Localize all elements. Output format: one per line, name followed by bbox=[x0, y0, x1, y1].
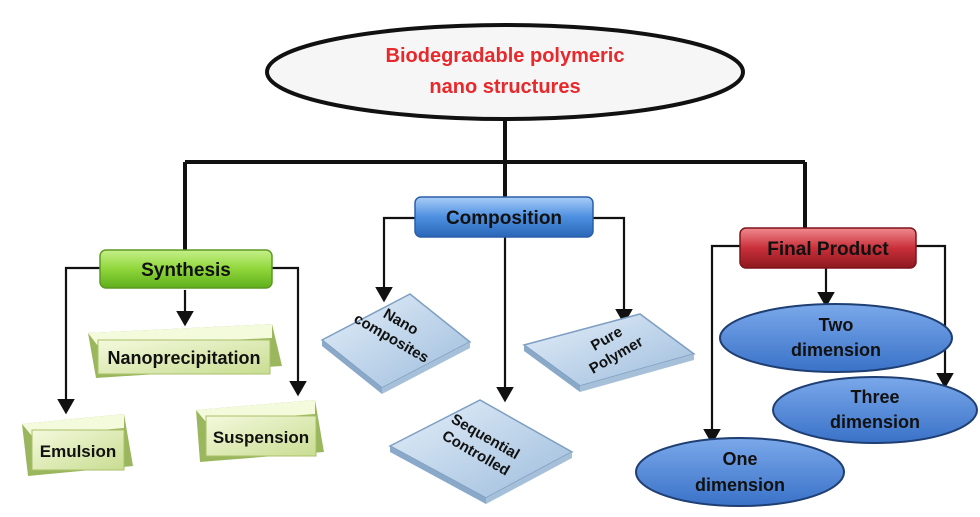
two-dimension-label-line2: dimension bbox=[791, 340, 881, 360]
arrow-to-suspension bbox=[272, 266, 307, 397]
final-product-label: Final Product bbox=[767, 239, 889, 260]
sequential-controlled-node: Sequential Controlled bbox=[388, 399, 574, 504]
one-dimension-label-line2: dimension bbox=[695, 475, 785, 495]
emulsion-label: Emulsion bbox=[40, 442, 117, 461]
nanoprecipitation-node: Nanoprecipitation bbox=[88, 324, 282, 378]
arrow-to-one-dimension bbox=[703, 244, 742, 445]
synthesis-label: Synthesis bbox=[141, 260, 231, 281]
root-title-line2: nano structures bbox=[429, 76, 580, 98]
one-dimension-label-line1: One bbox=[722, 449, 757, 469]
two-dimension-label-line1: Two bbox=[819, 315, 854, 335]
root-title-line1: Biodegradable polymeric bbox=[386, 45, 625, 67]
one-dimension-node: One dimension bbox=[635, 437, 845, 507]
arrow-to-pure-polymer bbox=[592, 216, 633, 325]
synthesis-node: Synthesis bbox=[99, 249, 273, 289]
arrow-to-nano-composites bbox=[375, 216, 418, 303]
root-node: Biodegradable polymeric nano structures bbox=[265, 23, 745, 121]
composition-label: Composition bbox=[446, 208, 562, 229]
emulsion-node: Emulsion bbox=[22, 414, 133, 476]
nano-composites-node: Nano composites bbox=[320, 293, 472, 394]
final-product-node: Final Product bbox=[739, 227, 917, 269]
suspension-label: Suspension bbox=[213, 428, 309, 447]
three-dimension-node: Three dimension bbox=[772, 376, 978, 444]
suspension-node: Suspension bbox=[196, 400, 324, 462]
composition-node: Composition bbox=[414, 196, 594, 238]
three-dimension-label-line1: Three bbox=[850, 387, 899, 407]
two-dimension-node: Two dimension bbox=[719, 303, 953, 373]
nanoprecipitation-label: Nanoprecipitation bbox=[107, 348, 260, 368]
arrow-to-emulsion bbox=[57, 266, 100, 415]
connectors bbox=[183, 118, 807, 252]
three-dimension-label-line2: dimension bbox=[830, 412, 920, 432]
pure-polymer-node: Pure Polymer bbox=[522, 313, 696, 392]
